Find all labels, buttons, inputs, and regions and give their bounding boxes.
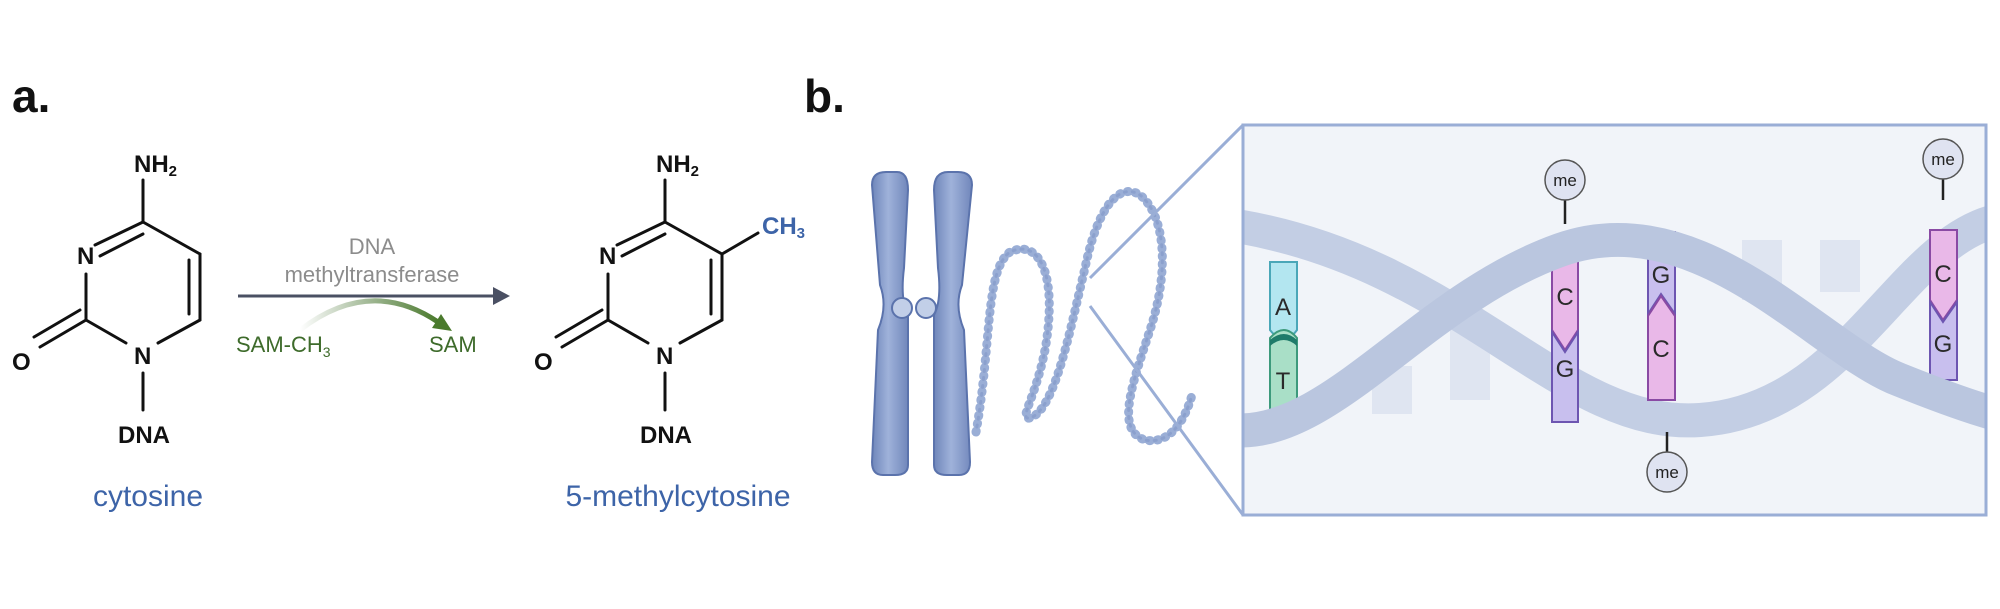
svg-text:G: G [1652,262,1671,289]
base-pair-2: C G [1551,259,1579,423]
methylcytosine-nh2: NH2 [656,151,699,180]
svg-text:G: G [1556,356,1575,383]
methylcytosine-n1: N [656,343,673,370]
chromosome-icon [870,171,974,476]
svg-text:G: G [1934,331,1953,358]
svg-text:C: C [1556,284,1573,311]
methylcytosine-o: O [534,349,553,376]
svg-text:C: C [1652,336,1669,363]
sam-arrowhead-icon [432,314,452,331]
methyl-tag-1: me [1544,159,1586,224]
methyl-tag-2: me [1922,138,1964,200]
base-pair-4: C G [1929,229,1958,381]
svg-text:me: me [1655,463,1679,482]
methylcytosine-structure: NH2 CH3 N N O DNA 5-methylcytosine [534,151,805,513]
cytosine-dna: DNA [118,422,170,449]
cytosine-n1: N [134,343,151,370]
zoom-line-bottom [1088,305,1245,516]
svg-text:me: me [1931,150,1955,169]
enzyme-label-line1: DNA [349,234,396,259]
methyl-tag-3: me [1646,432,1688,493]
svg-text:T: T [1276,368,1291,395]
cytosine-caption: cytosine [93,480,203,513]
reaction-arrowhead-icon [493,287,510,305]
cytosine-structure: NH2 N N O DNA cytosine [12,151,203,513]
base-pair-1: A T [1269,261,1298,423]
panel-b-label: b. [804,70,845,122]
sam-ch3-label: SAM-CH3 [236,332,331,360]
enzyme-label-line2: methyltransferase [285,262,460,287]
svg-text:me: me [1553,171,1577,190]
cytosine-nh2: NH2 [134,151,177,180]
cytosine-o: O [12,349,31,376]
methylcytosine-n3: N [599,243,616,270]
methyl-group-label: CH3 [762,213,805,242]
methylation-reaction: DNA methyltransferase SAM-CH3 SAM [236,234,510,360]
methylcytosine-caption: 5-methylcytosine [565,480,790,513]
zoom-line-top [1088,123,1245,280]
chromatin-fiber [971,187,1197,446]
panel-a-label: a. [12,70,50,122]
sam-label: SAM [429,332,477,357]
cytosine-n3: N [77,243,94,270]
svg-text:C: C [1934,261,1951,288]
svg-text:A: A [1275,294,1291,321]
sam-curved-arrow [298,298,440,332]
methylcytosine-dna: DNA [640,422,692,449]
dna-zoom-box: A T C G G C C G [1241,123,1988,517]
